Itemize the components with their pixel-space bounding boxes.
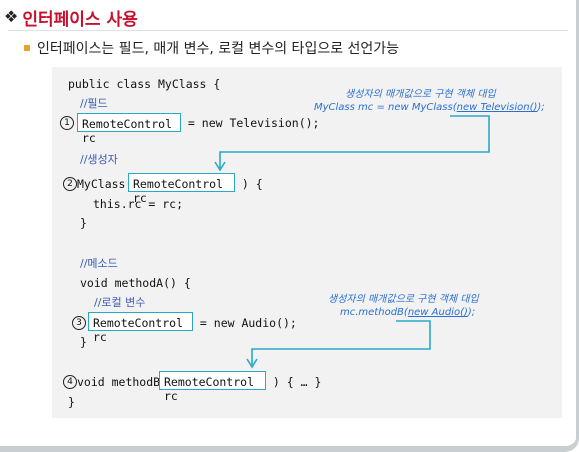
local-assignment: = new Audio(); [193, 316, 297, 330]
methodB-param-box: RemoteControl rc [159, 371, 266, 403]
sub-bullet: 인터페이스는 필드, 매개 변수, 로컬 변수의 타입으로 선언가능 [24, 38, 399, 58]
top-rule [8, 30, 568, 31]
note1-code-arg: new Television() [456, 102, 538, 113]
ctor-param-box: RemoteControl rc [128, 173, 235, 205]
marker-3: 3 [72, 316, 86, 330]
sub-bullet-text: 인터페이스는 필드, 매개 변수, 로컬 변수의 타입으로 선언가능 [37, 41, 400, 57]
comment-field: //필드 [80, 97, 108, 110]
marker-4: 4 [63, 375, 77, 389]
note1-code: MyClass mc = new MyClass(new Television(… [314, 102, 545, 113]
note2-code: mc.methodB(new Audio()); [340, 307, 475, 318]
comment-method: //메소드 [80, 257, 118, 270]
methodA-decl: void methodA() { [80, 276, 191, 290]
field-assignment: = new Television(); [181, 116, 320, 130]
note1-code-post: ); [537, 102, 545, 113]
note2-code-post: ); [467, 307, 476, 318]
field-type-box: RemoteControl rc [77, 113, 181, 145]
note2-title: 생성자의 매개값으로 구현 객체 대입 [328, 294, 479, 305]
note1-title: 생성자의 매개값으로 구현 객체 대입 [345, 89, 496, 100]
ctor-close: } [80, 216, 87, 230]
code-class-decl: public class MyClass { [68, 77, 221, 91]
note2-code-arg: new Audio() [407, 307, 468, 318]
methodA-close: } [80, 335, 87, 349]
methodB-param: RemoteControl rc [164, 375, 255, 403]
slide-heading: ❖ 인터페이스 사용 [4, 6, 138, 30]
methodB-end: ) { … } [266, 375, 322, 389]
local-type-box: RemoteControl rc [88, 312, 193, 344]
local-type: RemoteControl rc [93, 316, 184, 344]
ctor-end: ) { [235, 177, 263, 191]
comment-ctor: //생성자 [80, 153, 118, 166]
slide-title: 인터페이스 사용 [22, 9, 138, 30]
marker-2: 2 [63, 177, 77, 191]
ctor-param: RemoteControl rc [133, 177, 224, 205]
ctor-body: this.rc = rc; [93, 197, 184, 211]
note1-code-pre: MyClass mc = new MyClass( [314, 102, 457, 113]
marker-1: 1 [60, 116, 74, 130]
comment-local: //로컬 변수 [94, 296, 146, 309]
field-type: RemoteControl rc [82, 117, 173, 145]
note2-code-pre: mc.methodB( [340, 307, 408, 318]
diamond-bullet-icon: ❖ [4, 7, 19, 26]
square-bullet-icon [24, 45, 30, 51]
methodB-start: void methodB( [77, 375, 168, 389]
class-close: } [68, 395, 75, 409]
ctor-start: MyClass( [77, 177, 133, 191]
